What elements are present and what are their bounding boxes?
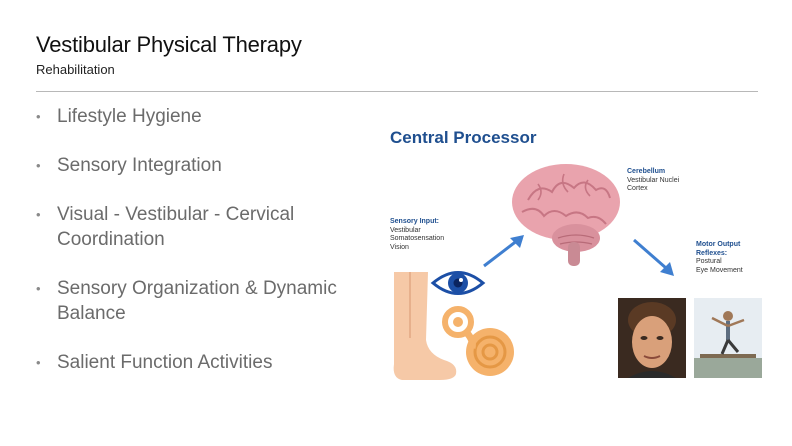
arrow-icon [633, 238, 674, 276]
bullet-icon: • [36, 355, 41, 370]
bullet-icon: • [36, 109, 41, 124]
bullet-icon: • [36, 281, 41, 296]
motor-line: Eye Movement [696, 266, 743, 274]
motor-heading: Motor Output [696, 241, 741, 248]
bullet-text: Sensory Integration [57, 155, 222, 176]
bullet-text: Sensory Organization & Dynamic Balance [57, 278, 337, 324]
sensory-heading: Sensory Input: [390, 218, 440, 225]
list-item: • Salient Function Activities [36, 350, 356, 375]
central-processor-diagram: Central Processor Cerebellum Vestibular … [380, 120, 780, 390]
sensory-line: Vision [390, 243, 409, 251]
sensory-line: Somatosensation [390, 235, 445, 242]
slide-subtitle: Rehabilitation [36, 62, 115, 77]
bullet-icon: • [36, 207, 41, 222]
cerebellum-line: Cortex [627, 185, 648, 192]
sensory-line: Vestibular [390, 226, 421, 234]
cerebellum-label: Cerebellum Vestibular Nuclei Cortex [627, 168, 679, 194]
brain-icon [512, 164, 620, 266]
bullet-text: Lifestyle Hygiene [57, 106, 202, 127]
list-item: • Sensory Organization & Dynamic Balance [36, 276, 356, 326]
reflexes-heading: Reflexes: [696, 249, 728, 257]
bullet-list: •Lifestyle Hygiene •Sensory Integration … [36, 104, 356, 399]
cerebellum-line: Vestibular Nuclei [627, 176, 680, 184]
list-item: • Visual - Vestibular - Cervical Coordina… [36, 202, 356, 252]
sensory-input-label: Sensory Input: Vestibular Somatosensatio… [390, 218, 444, 252]
motor-output-label: Motor Output Reflexes: Postural Eye Move… [696, 241, 743, 275]
ear-icon [442, 306, 514, 376]
bullet-text: Salient Function Activities [57, 352, 273, 373]
list-item: • Sensory Integration [36, 153, 356, 178]
motor-line: Postural [696, 258, 722, 265]
bullet-text: Visual - Vestibular - Cervical Coordinat… [57, 204, 295, 250]
bullet-icon: • [36, 158, 41, 173]
diagram-title: Central Processor [390, 128, 537, 147]
eye-icon [430, 271, 486, 295]
balance-photo [694, 298, 762, 378]
face-photo [618, 298, 686, 378]
leg-icon [393, 272, 457, 380]
title-divider [36, 91, 758, 92]
list-item: • Lifestyle Hygiene [36, 104, 356, 129]
cerebellum-heading: Cerebellum [627, 168, 666, 175]
slide-title: Vestibular Physical Therapy [36, 32, 302, 57]
arrow-icon [483, 235, 524, 268]
